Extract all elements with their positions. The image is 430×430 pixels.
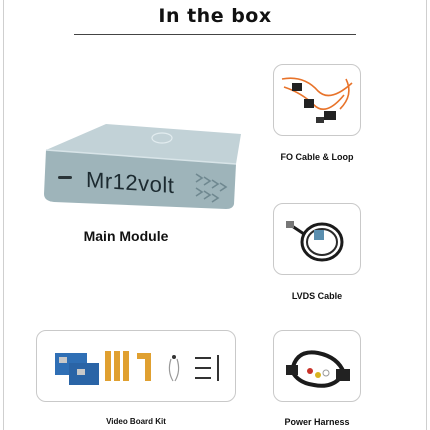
fo-cable-image (281, 77, 353, 123)
lvds-cable-label: LVDS Cable (291, 291, 343, 301)
lvds-cable-box (273, 203, 361, 275)
main-module-label: Main Module (83, 228, 169, 244)
power-harness-image (286, 350, 350, 388)
frame-border-right (426, 0, 427, 430)
video-board-kit-image (55, 351, 219, 385)
video-board-kit-label: Video Board Kit (106, 417, 166, 426)
power-harness-box (273, 330, 361, 402)
video-board-kit-box (36, 330, 236, 402)
title-divider (74, 34, 356, 35)
page-title: In the box (158, 5, 272, 27)
fo-cable-box (273, 64, 361, 136)
power-harness-label: Power Harness (284, 417, 350, 427)
main-module-image: Mr12volt (36, 112, 246, 212)
fo-cable-label: FO Cable & Loop (280, 152, 354, 162)
lvds-cable-image (286, 221, 344, 262)
frame-border-left (3, 0, 4, 430)
